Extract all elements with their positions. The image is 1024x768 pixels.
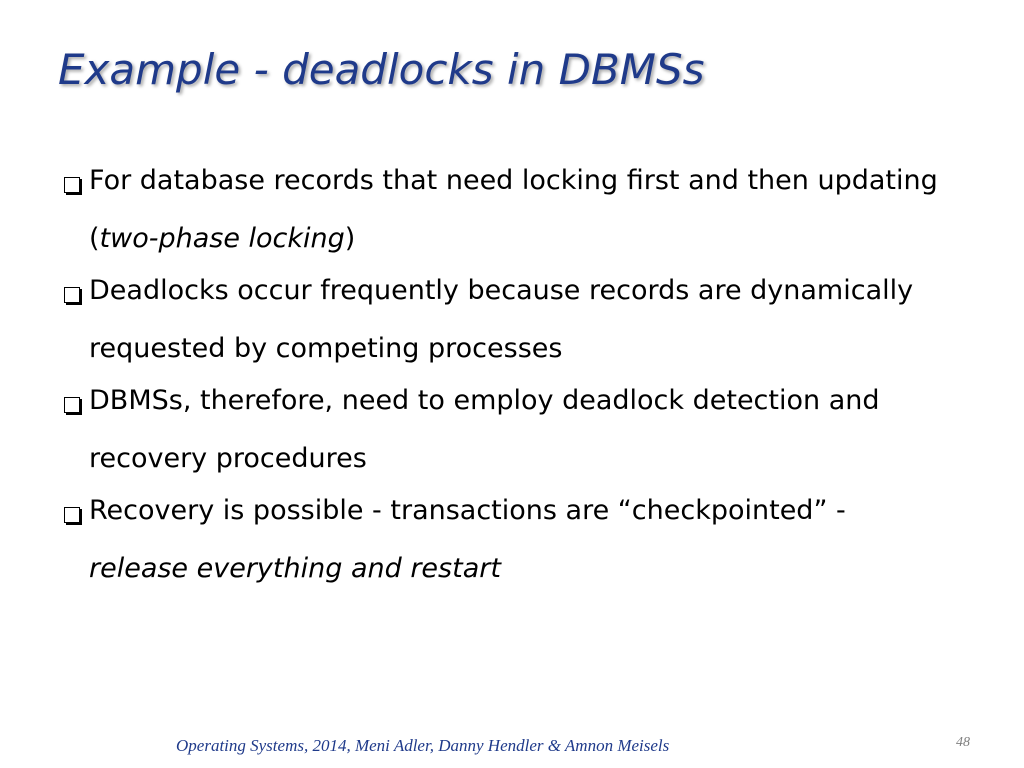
page-number: 48 — [956, 735, 970, 750]
bullet-text: DBMSs, therefore, need to employ deadloc… — [89, 372, 944, 488]
slide-title: Example - deadlocks in DBMSs — [58, 45, 705, 94]
bullet-item: Deadlocks occur frequently because recor… — [64, 274, 944, 378]
bullet-text-italic: release everything and restart — [89, 553, 501, 584]
checkbox-bullet-icon — [64, 287, 80, 303]
bullet-text-part: ) — [344, 223, 356, 254]
bullet-item: For database records that need locking f… — [64, 164, 944, 268]
checkbox-bullet-icon — [64, 507, 80, 523]
bullet-text: For database records that need locking f… — [89, 152, 944, 268]
checkbox-bullet-icon — [64, 397, 80, 413]
bullet-item: Recovery is possible - transactions are … — [64, 494, 944, 598]
bullet-text-part: DBMSs, therefore, need to employ deadloc… — [89, 385, 880, 474]
slide-footer: Operating Systems, 2014, Meni Adler, Dan… — [176, 736, 670, 755]
bullet-text-part: Deadlocks occur frequently because recor… — [89, 275, 914, 364]
bullet-text-italic: two-phase locking — [99, 223, 345, 254]
bullet-text-part: For database records that need locking f… — [89, 165, 938, 254]
bullet-item: DBMSs, therefore, need to employ deadloc… — [64, 384, 944, 488]
bullet-text: Recovery is possible - transactions are … — [89, 482, 944, 598]
checkbox-bullet-icon — [64, 177, 80, 193]
bullet-list: For database records that need locking f… — [64, 164, 944, 604]
bullet-text-part: Recovery is possible - transactions are … — [89, 495, 846, 526]
bullet-text: Deadlocks occur frequently because recor… — [89, 262, 944, 378]
